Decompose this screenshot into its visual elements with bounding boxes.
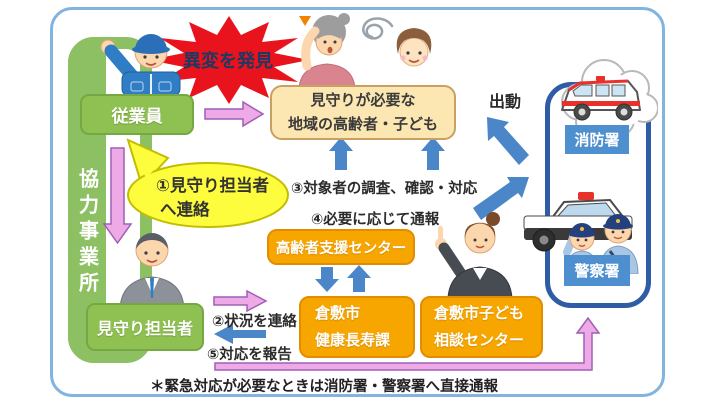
alert-star-icon xyxy=(149,16,309,104)
fire-dept-label: 消防署 xyxy=(574,132,620,149)
arrow-employee-to-targets-icon xyxy=(204,100,265,128)
cooperating-office-label: 協力事業所 xyxy=(75,168,98,298)
employee-box: 従業員 xyxy=(80,94,194,135)
city-health-line2: 健康長寿課 xyxy=(315,332,391,349)
bubble-line2: へ連絡 xyxy=(160,201,210,219)
targets-line1: 見守りが必要な xyxy=(310,92,416,110)
arrow-up-to-targets-right-icon xyxy=(421,137,445,170)
ambulance-icon xyxy=(561,59,658,137)
arrow-step2-icon xyxy=(213,289,268,313)
elder-center-box: 高齢者支援センター xyxy=(267,229,415,265)
elder-center-label: 高齢者支援センター xyxy=(275,240,407,257)
worker-icon xyxy=(100,34,181,96)
office-woman-icon xyxy=(435,212,513,298)
elderly-woman-icon xyxy=(298,13,356,88)
alert-star-label: 異変を発見 xyxy=(183,51,273,71)
arrow-direct-report-icon xyxy=(214,316,601,371)
step2-label: ②状況を連絡 xyxy=(212,314,297,330)
arrow-step5-icon xyxy=(214,324,266,344)
arrow-report-to-emergency-icon xyxy=(473,177,529,220)
speech-bubble xyxy=(126,138,289,228)
monitor-person-icon xyxy=(119,233,185,308)
child-icon xyxy=(396,28,432,67)
alert-triangle-icon xyxy=(299,16,311,26)
bubble-line1: ①見守り担当者 xyxy=(156,177,269,195)
step3-label: ③対象者の調査、確認・対応 xyxy=(291,181,478,197)
targets-box: 見守りが必要な 地域の高齢者・子ども xyxy=(270,85,456,140)
police-dept-label-box: 警察署 xyxy=(564,255,630,286)
fire-dept-label-box: 消防署 xyxy=(565,125,629,154)
arrow-up-to-targets-left-icon xyxy=(329,137,353,170)
arrow-employee-to-monitor-icon xyxy=(102,147,133,245)
step4-label: ④必要に応じて通報 xyxy=(311,212,440,228)
step5-label: ⑤対応を報告 xyxy=(207,347,292,363)
child-center-line1: 倉敷市子ども xyxy=(434,305,525,322)
child-center-line2: 相談センター xyxy=(434,332,525,349)
city-health-box: 倉敷市 健康長寿課 xyxy=(299,296,415,358)
monitor-label: 見守り担当者 xyxy=(96,321,193,338)
city-health-line1: 倉敷市 xyxy=(315,305,361,322)
police-dept-label: 警察署 xyxy=(574,263,620,280)
arrow-eldercenter-down-icon xyxy=(315,267,339,292)
targets-line2: 地域の高齢者・子ども xyxy=(287,115,438,133)
dizzy-swirl-icon xyxy=(362,17,394,40)
monitor-box: 見守り担当者 xyxy=(86,303,204,351)
employee-label: 従業員 xyxy=(111,107,163,126)
child-center-box: 倉敷市子ども 相談センター xyxy=(420,296,543,358)
arrow-city-up-icon xyxy=(347,265,371,292)
dispatch-label: 出動 xyxy=(489,94,522,111)
arrow-dispatch-icon xyxy=(487,117,529,165)
footnote: ＊緊急対応が必要なときは消防署・警察署へ直接通報 xyxy=(150,379,498,395)
